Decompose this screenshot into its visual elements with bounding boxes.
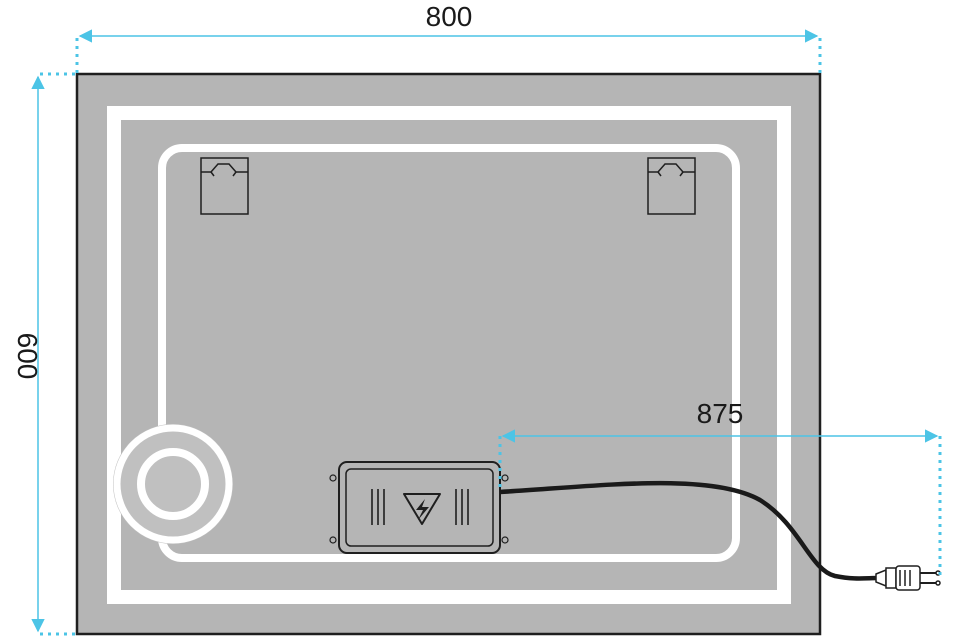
cable-length-label: 875 <box>697 398 744 429</box>
plug-icon <box>875 565 941 591</box>
power-cable <box>499 480 879 581</box>
electric-warning-icon <box>403 493 441 525</box>
cable-dimension: 875 <box>498 398 942 576</box>
power-supply-box-icon <box>329 461 509 554</box>
defogger-ring-icon <box>113 424 233 544</box>
hanger-right-icon <box>647 157 696 215</box>
height-dimension: 600 <box>12 72 77 636</box>
width-dimension: 800 <box>75 1 822 74</box>
height-label: 600 <box>12 333 43 380</box>
led-strip-outer <box>107 106 791 604</box>
led-strip-inner <box>158 144 740 562</box>
width-label: 800 <box>426 1 473 32</box>
hanger-left-icon <box>200 157 249 215</box>
